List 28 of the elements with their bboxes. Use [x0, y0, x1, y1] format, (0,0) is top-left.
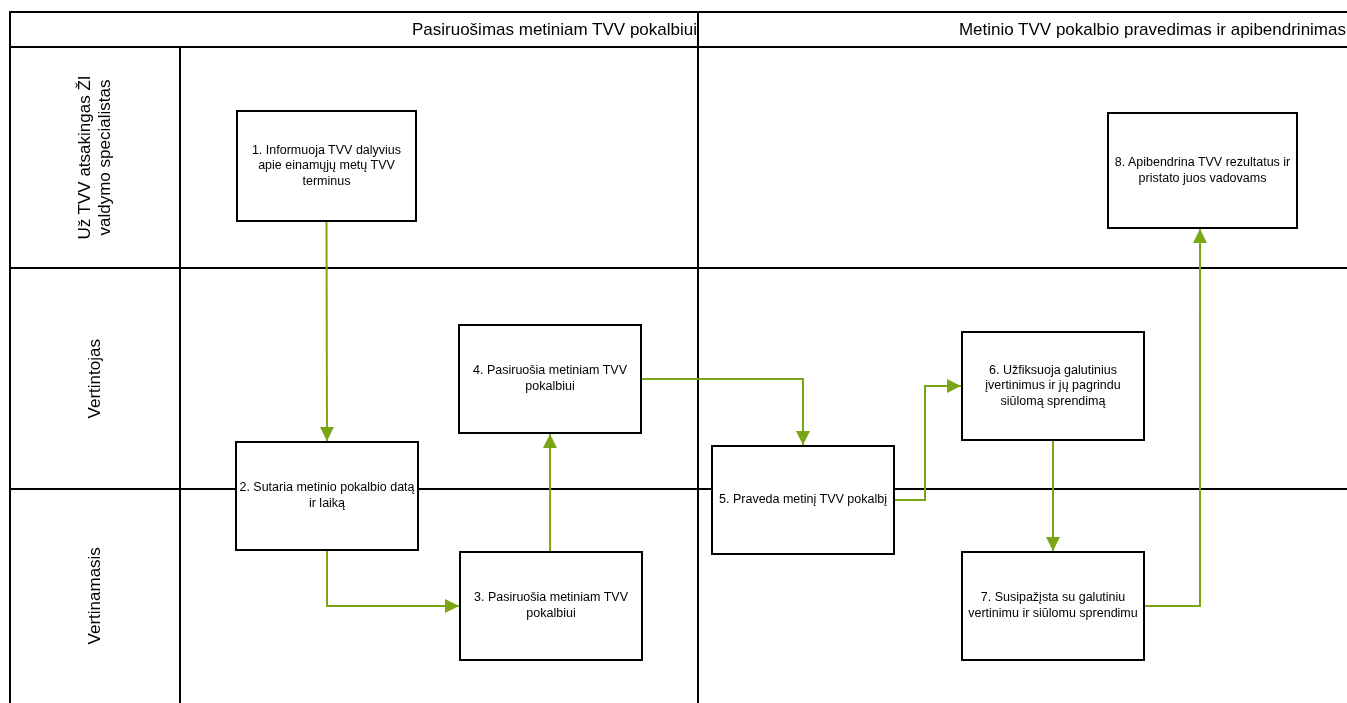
process-text: 5. Praveda metinį TVV pokalbį — [718, 492, 888, 508]
lane-label: Vertintojas — [85, 337, 105, 421]
process-text: 8. Apibendrina TVV rezultatus ir pristato juos vadovams — [1113, 154, 1292, 187]
process-text: 3. Pasiruošia metiniam TVV pokalbiui — [473, 590, 629, 622]
flow-arrow — [319, 221, 334, 442]
process-box — [1107, 112, 1298, 229]
process-text: 2. Sutaria metinio pokalbio datą ir laiką — [238, 480, 416, 512]
flow-arrow — [543, 433, 557, 552]
flow-arrow — [1046, 440, 1060, 552]
process-text: 6. Užfiksuoja galutinius įvertinimus ir jų pagrindu siūlomą sprendimą — [984, 362, 1122, 410]
process-text: 4. Pasiruošia metiniam TVV pokalbiui — [472, 363, 628, 395]
flow-arrow — [326, 550, 460, 613]
process-box — [711, 445, 895, 555]
process-box — [961, 551, 1145, 661]
process-box — [235, 441, 419, 551]
flow-arrow — [1144, 228, 1207, 607]
lane-label: Vertinamasis — [85, 546, 105, 647]
process-box — [961, 331, 1145, 441]
column-header: Pasiruošimas metiniam TVV pokalbiui — [411, 19, 698, 40]
flow-arrow — [894, 379, 962, 501]
column-header: Metinio TVV pokalbio pravedimas ir apibendrinimas — [958, 19, 1347, 40]
process-box — [459, 551, 643, 661]
flow-arrow — [641, 378, 810, 446]
process-box — [236, 110, 417, 222]
process-text: 1. Informuoja TVV dalyvius apie einamųjų metų TVV terminus — [250, 142, 403, 190]
process-text: 7. Susipažįsta su galutiniu vertinimu ir siūlomu sprendimu — [967, 590, 1139, 622]
lane-label: Už TVV atsakingas ŽI valdymo specialistas — [75, 74, 115, 242]
process-box — [458, 324, 642, 434]
